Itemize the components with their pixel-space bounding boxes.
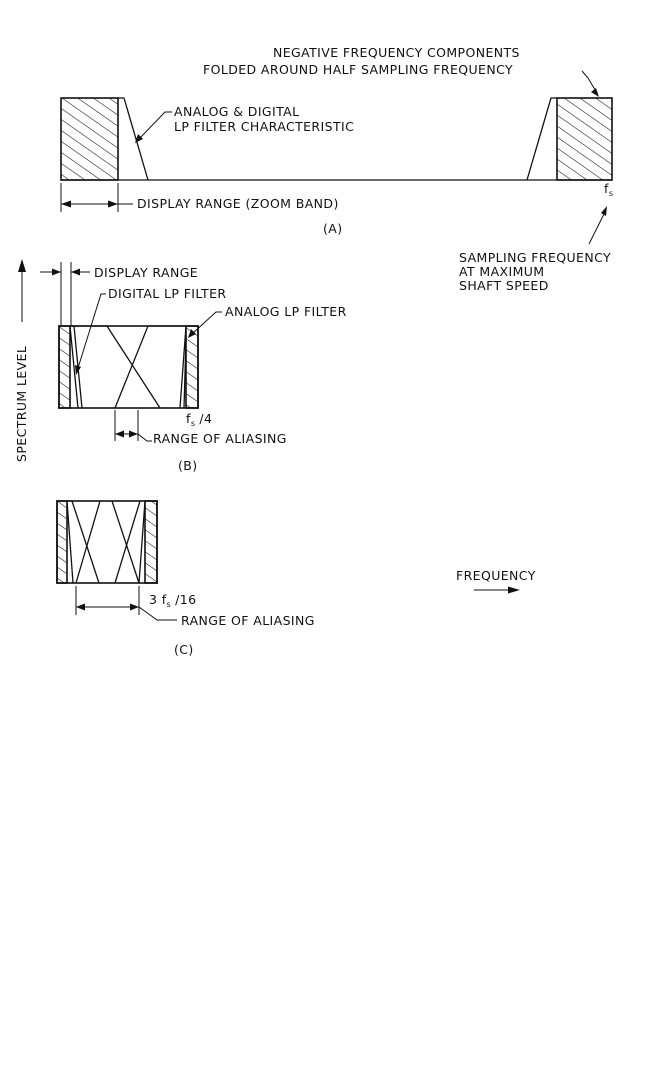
alias-c-arrow-right [130, 603, 139, 611]
display-range-zoom-label: DISPLAY RANGE (ZOOM BAND) [137, 196, 339, 211]
panel-c-left-hatched-strip [56, 500, 68, 584]
display-range-label: DISPLAY RANGE [94, 265, 198, 280]
zoom-band-arrow-right [108, 200, 118, 208]
panel-a-left-filter-slope [118, 97, 149, 181]
range-alias-b-label: RANGE OF ALIASING [153, 431, 287, 446]
spectrum-axis-arrowhead [18, 259, 26, 272]
analog-lp-label: ANALOG LP FILTER [225, 304, 347, 319]
fs16-label: 3 fs/16 [149, 592, 196, 609]
sampling-arrowhead [601, 206, 607, 216]
panel-b-right-hatched-strip [185, 325, 199, 409]
panel-c: 3 fs/16 RANGE OF ALIASING (C) [56, 500, 315, 657]
panel-a: NEGATIVE FREQUENCY COMPONENTS FOLDED ARO… [60, 45, 613, 293]
panel-c-filter-down-right [111, 500, 140, 584]
panel-a-right-filter-slope [526, 97, 557, 181]
analog-lp-leader [191, 311, 222, 335]
panel-b-right-edge2 [183, 339, 187, 409]
neg-freq-label-line2: FOLDED AROUND HALF SAMPLING FREQUENCY [203, 62, 513, 77]
spectrum-level-label: SPECTRUM LEVEL [14, 346, 29, 462]
panel-c-left-edge [66, 500, 74, 584]
sampling-label-line1: SAMPLING FREQUENCY [459, 250, 611, 265]
panel-c-filter-up-left [75, 500, 101, 584]
panel-a-caption: (A) [323, 221, 343, 236]
panel-c-filter-down-left [67, 500, 100, 584]
panel-c-caption: (C) [174, 642, 194, 657]
panel-a-right-hatched-block [556, 97, 613, 181]
panel-c-right-hatched-strip [144, 500, 158, 584]
alias-c-leader [138, 606, 177, 621]
zoom-band-arrow-left [61, 200, 71, 208]
panel-b-caption: (B) [178, 458, 198, 473]
spectrum-level-axis: SPECTRUM LEVEL [14, 259, 29, 462]
alias-c-arrow-left [76, 603, 85, 611]
neg-freq-label-line1: NEGATIVE FREQUENCY COMPONENTS [273, 45, 520, 60]
panel-b-right-edge [179, 325, 187, 409]
frequency-arrowhead [508, 586, 520, 594]
panel-c-filter-up-right [114, 500, 141, 584]
panel-a-left-hatched-block [60, 97, 119, 181]
panel-b-analog-filter-left [70, 325, 161, 409]
digital-lp-leader [77, 293, 106, 369]
sampling-label-line3: SHAFT SPEED [459, 278, 549, 293]
filter-char-label-line2: LP FILTER CHARACTERISTIC [174, 119, 354, 134]
frequency-axis: FREQUENCY [456, 568, 536, 594]
panel-b-analog-filter-right [114, 325, 186, 409]
panel-b-left-hatched-strip [58, 325, 71, 409]
neg-freq-arrowhead [591, 88, 599, 97]
frequency-label: FREQUENCY [456, 568, 536, 583]
sampling-label-line2: AT MAXIMUM [459, 264, 545, 279]
panel-b-digital-filter-edge [69, 325, 79, 409]
display-range-arrow-in [52, 268, 61, 276]
sampling-leader [588, 211, 606, 245]
neg-freq-leader [581, 70, 598, 94]
range-alias-c-label: RANGE OF ALIASING [181, 613, 315, 628]
alias-b-arrow-left [115, 430, 124, 438]
fs-label: fs [604, 181, 613, 198]
filter-char-arrowhead [135, 134, 143, 143]
fs4-label: fs/4 [186, 411, 212, 428]
panel-c-right-edge [138, 500, 146, 584]
alias-b-arrow-right [129, 430, 138, 438]
filter-char-label-line1: ANALOG & DIGITAL [174, 104, 299, 119]
panel-b: DISPLAY RANGE DIGITAL LP FILTER ANALOG L… [40, 262, 347, 473]
alias-b-leader [137, 433, 152, 442]
filter-char-leader [138, 111, 172, 140]
digital-lp-label: DIGITAL LP FILTER [108, 286, 226, 301]
